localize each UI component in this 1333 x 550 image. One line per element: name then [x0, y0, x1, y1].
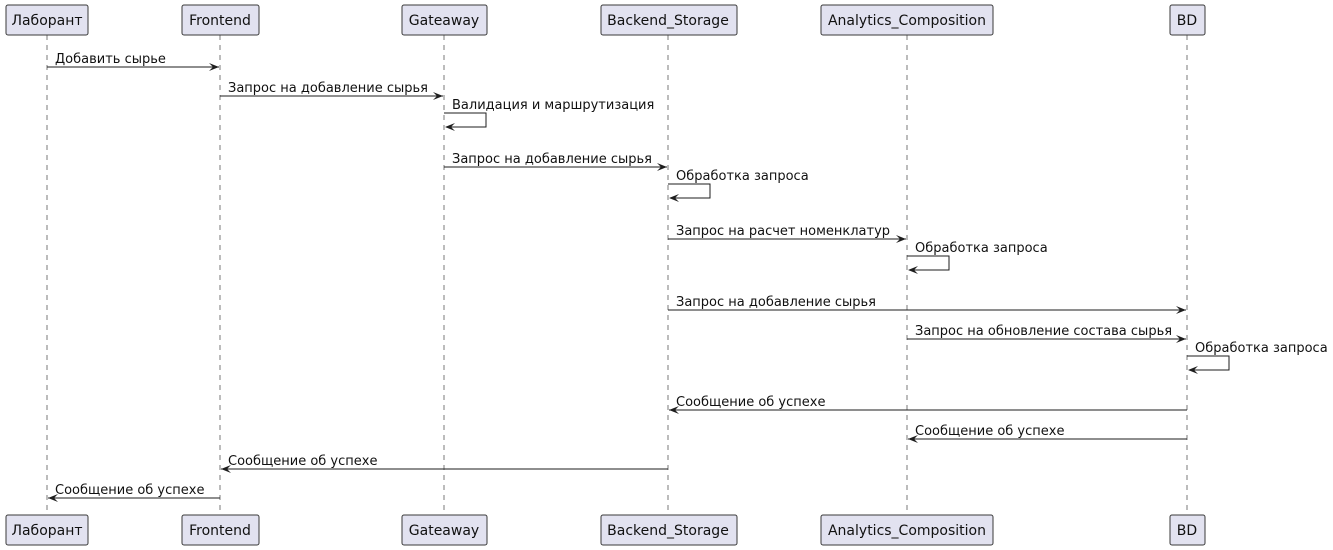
message-13: Сообщение об успехе: [221, 454, 668, 473]
message-label: Обработка запроса: [915, 241, 1048, 256]
participant-label: Backend_Storage: [607, 523, 729, 539]
message-label: Обработка запроса: [676, 169, 809, 184]
participant-box-ac-top: Analytics_Composition: [820, 4, 994, 36]
participant-footer-row: Лаборант Frontend Gateaway Backend_Storage A…: [5, 514, 1206, 546]
participant-box-fe-bottom: Frontend: [181, 514, 260, 546]
participant-label: BD: [1177, 523, 1197, 539]
message-label: Запрос на добавление сырья: [452, 152, 652, 167]
participant-box-bd-bottom: BD: [1169, 514, 1206, 546]
message-5: Обработка запроса: [668, 169, 809, 202]
message-label: Запрос на добавление сырья: [676, 295, 876, 310]
participant-label: Analytics_Composition: [828, 523, 986, 539]
participant-label: Frontend: [189, 13, 251, 29]
message-3: Валидация и маршрутизация: [444, 98, 654, 131]
participant-label: Лаборант: [11, 523, 82, 539]
participant-box-bd-top: BD: [1169, 4, 1206, 36]
participant-box-lab-top: Лаборант: [5, 4, 89, 36]
participant-label: Gateaway: [409, 13, 479, 29]
participant-box-fe-top: Frontend: [181, 4, 260, 36]
message-4: Запрос на добавление сырья: [444, 152, 667, 171]
participant-label: BD: [1177, 13, 1197, 29]
lifelines: [46, 35, 1188, 515]
message-label: Сообщение об успехе: [228, 454, 377, 469]
participant-label: Лаборант: [11, 13, 82, 29]
message-2: Запрос на добавление сырья: [220, 81, 443, 100]
participant-label: Gateaway: [409, 523, 479, 539]
participant-box-lab-bottom: Лаборант: [5, 514, 89, 546]
participant-box-gw-top: Gateaway: [401, 4, 488, 36]
message-7: Обработка запроса: [907, 241, 1048, 274]
participant-label: Analytics_Composition: [828, 13, 986, 29]
message-label: Обработка запроса: [1195, 341, 1328, 356]
message-1: Добавить сырье: [47, 52, 219, 71]
participant-box-bs-top: Backend_Storage: [600, 4, 738, 36]
message-14: Сообщение об успехе: [48, 483, 220, 502]
message-11: Сообщение об успехе: [669, 395, 1187, 414]
participant-label: Frontend: [189, 523, 251, 539]
message-label: Запрос на расчет номенклатур: [676, 224, 890, 239]
message-label: Сообщение об успехе: [915, 424, 1064, 439]
message-label: Запрос на добавление сырья: [228, 81, 428, 96]
message-label: Валидация и маршрутизация: [452, 98, 654, 113]
participant-box-ac-bottom: Analytics_Composition: [820, 514, 994, 546]
message-8: Запрос на добавление сырья: [668, 295, 1186, 314]
message-10: Обработка запроса: [1187, 341, 1328, 374]
participant-label: Backend_Storage: [607, 13, 729, 29]
message-label: Сообщение об успехе: [55, 483, 204, 498]
participant-box-bs-bottom: Backend_Storage: [600, 514, 738, 546]
message-label: Запрос на обновление состава сырья: [915, 324, 1172, 339]
message-label: Добавить сырье: [55, 52, 166, 67]
participant-header-row: Лаборант Frontend Gateaway Backend_Storage A…: [5, 4, 1206, 36]
participant-box-gw-bottom: Gateaway: [401, 514, 488, 546]
message-6: Запрос на расчет номенклатур: [668, 224, 906, 243]
message-12: Сообщение об успехе: [908, 424, 1187, 443]
message-label: Сообщение об успехе: [676, 395, 825, 410]
message-9: Запрос на обновление состава сырья: [907, 324, 1186, 343]
